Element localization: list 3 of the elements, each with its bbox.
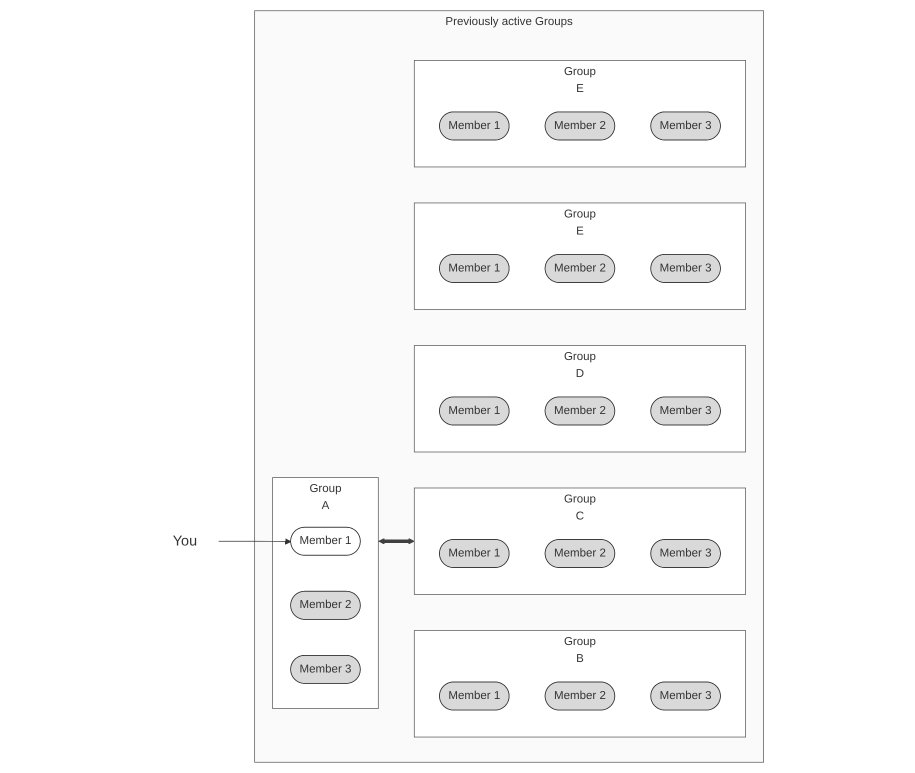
arrow: [378, 538, 415, 544]
arrow: [218, 538, 292, 545]
node-text: You: [172, 533, 198, 550]
